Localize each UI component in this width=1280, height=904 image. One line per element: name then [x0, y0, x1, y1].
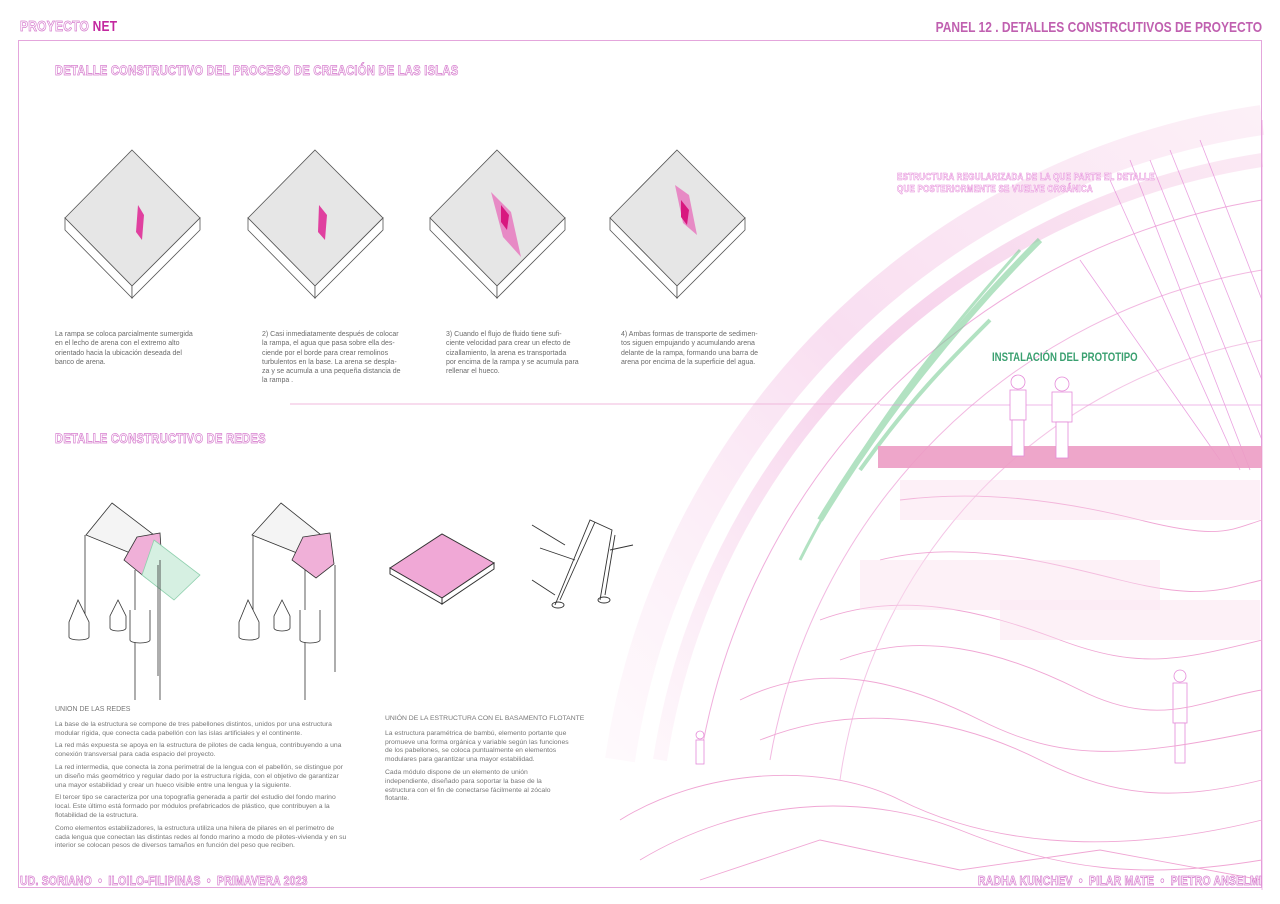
union-basamento-text: UNIÓN DE LA ESTRUCTURA CON EL BASAMENTO …	[385, 715, 585, 808]
union-basamento-heading: UNIÓN DE LA ESTRUCTURA CON EL BASAMENTO …	[385, 715, 585, 722]
brand-title: PROYECTO NET	[20, 18, 118, 36]
island-step-1	[64, 149, 201, 299]
dome-arcs	[605, 105, 1265, 781]
footer-separator: •	[206, 873, 211, 889]
people-figures	[695, 374, 1188, 765]
terrace-hatching	[860, 480, 1260, 640]
footer-author: RADHA KUNCHEV	[977, 873, 1073, 889]
union-redes-paragraph: La red intermedia, que conecta la zona p…	[55, 763, 343, 789]
footer-author: PIETRO ANSELMI	[1170, 873, 1262, 889]
union-redes-paragraph: Como elementos estabilizadores, la estru…	[55, 824, 347, 850]
union-redes-paragraph: La red más expuesta se apoya en la estru…	[55, 742, 342, 759]
footer-separator: •	[1160, 873, 1165, 889]
structure-note: ESTRUCTURA REGULARIZADA DE LA QUE PARTE …	[897, 172, 1155, 196]
island-step-4-caption: 4) Ambas formas de transporte de sedimen…	[621, 331, 758, 366]
footer-separator: •	[1078, 873, 1083, 889]
bamboo-joint-element	[531, 519, 634, 609]
island-step-2-caption: 2) Casi inmediatamente después de coloca…	[262, 331, 401, 385]
island-step-1-caption: La rampa se coloca parcialmente sumergid…	[55, 331, 193, 366]
green-bamboo-strands	[798, 237, 1043, 561]
union-redes-paragraph: El tercer tipo se caracteriza por una to…	[55, 794, 336, 819]
islands-section-title: DETALLE CONSTRUCTIVO DEL PROCESO DE CREA…	[55, 62, 459, 79]
net-assembly-2	[238, 502, 336, 700]
nets-section-title: DETALLE CONSTRUCTIVO DE REDES	[55, 430, 266, 447]
brand-prefix: PROYECTO	[20, 18, 90, 36]
brand-suffix: NET	[92, 18, 118, 35]
footer-right: RADHA KUNCHEV • PILAR MATE • PIETRO ANSE…	[977, 873, 1262, 889]
footer-term: PRIMAVERA 2023	[217, 873, 308, 889]
footer-separator: •	[98, 873, 103, 889]
net-assembly-1	[68, 502, 201, 700]
prototype-label: INSTALACIÓN DEL PROTOTIPO	[992, 350, 1138, 364]
floating-terraces	[619, 495, 1263, 881]
platform	[878, 446, 1262, 468]
island-step-3	[429, 149, 566, 299]
union-redes-heading: UNION DE LAS REDES	[55, 706, 131, 713]
island-step-3-caption: 3) Cuando el flujo de fluido tiene sufi-…	[446, 331, 579, 376]
floating-base-module	[389, 533, 495, 605]
footer-location: ILOILO-FILIPINAS	[108, 873, 201, 889]
footer-author: PILAR MATE	[1089, 873, 1155, 889]
union-redes-text: UNION DE LAS REDES La base de la estruct…	[55, 706, 347, 855]
panel-title: PANEL 12 . DETALLES CONSTRCUTIVOS DE PRO…	[935, 19, 1263, 36]
island-step-4	[609, 149, 746, 299]
footer-left: UD. SORIANO • ILOILO-FILIPINAS • PRIMAVE…	[20, 873, 308, 889]
union-basamento-paragraph: La estructura paramétrica de bambú, elem…	[385, 729, 569, 764]
footer-unit: UD. SORIANO	[20, 873, 92, 889]
union-redes-paragraph: La base de la estructura se compone de t…	[55, 720, 332, 737]
island-step-2	[247, 149, 384, 299]
union-basamento-paragraph: Cada módulo dispone de un elemento de un…	[385, 768, 551, 803]
